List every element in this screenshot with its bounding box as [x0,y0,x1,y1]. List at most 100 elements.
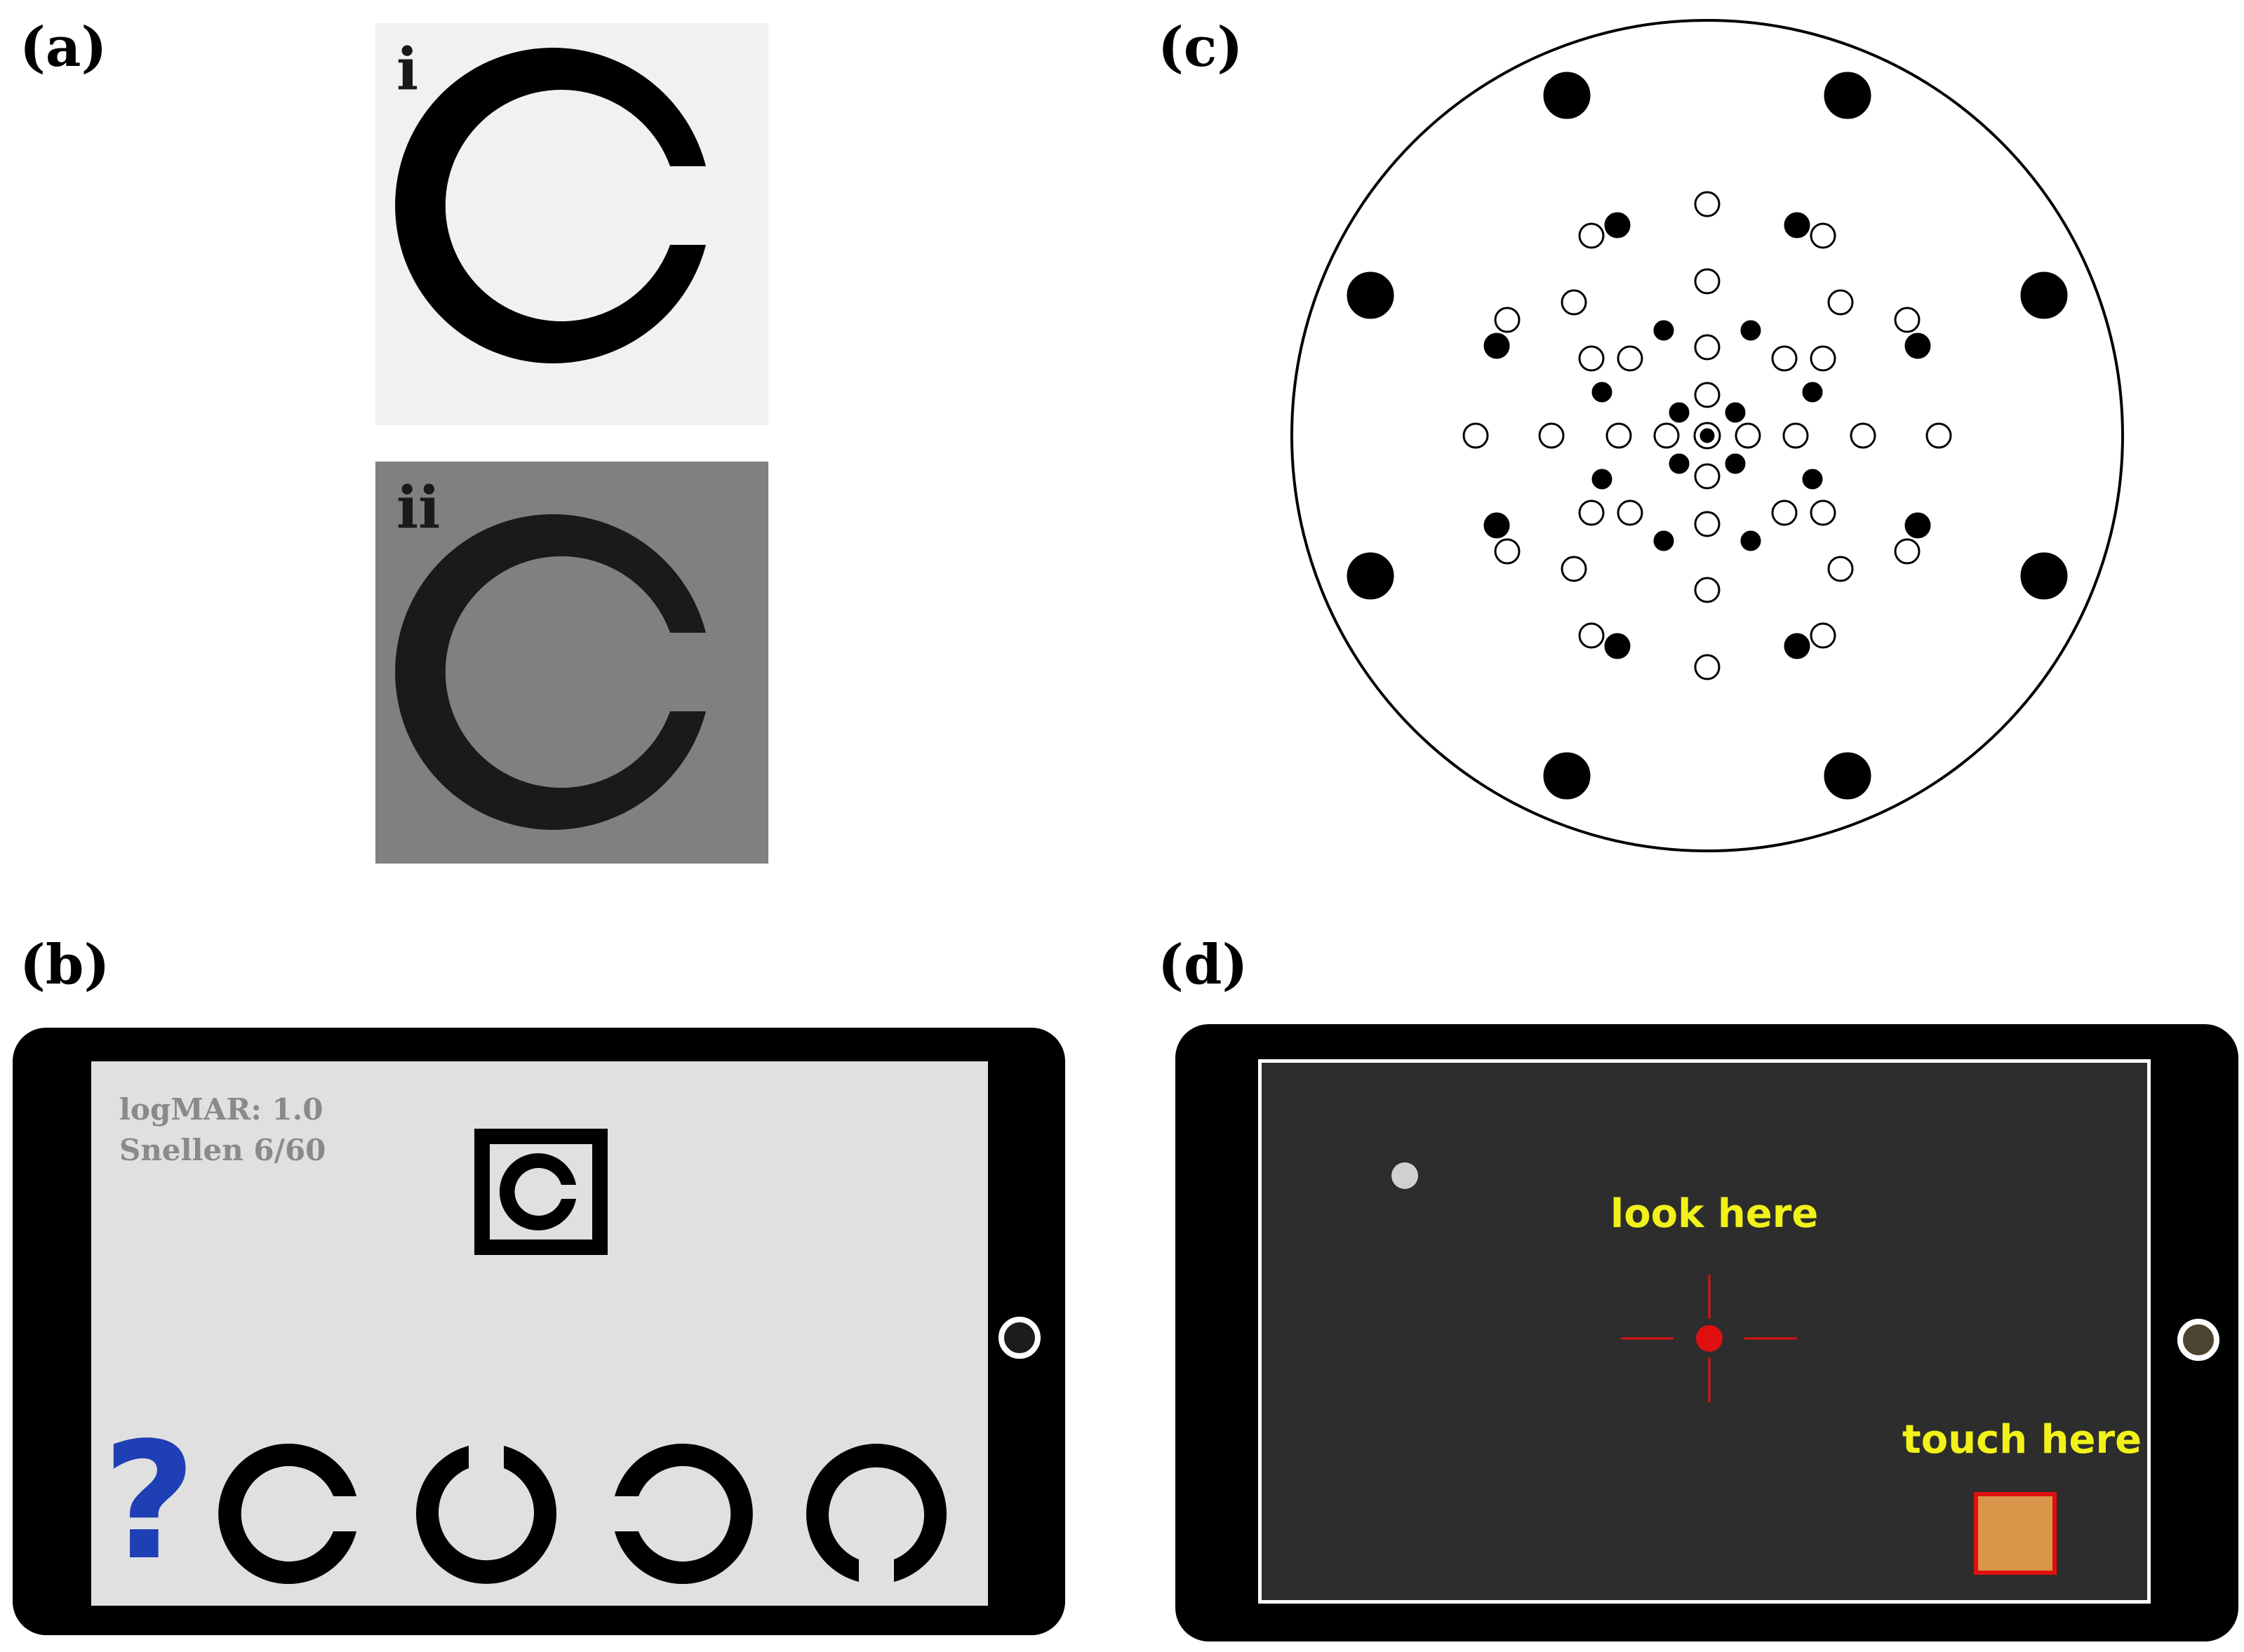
test-ring [1810,345,1836,372]
test-ring [1735,422,1761,449]
test-ring [1578,622,1605,649]
large-dot [2020,271,2068,319]
logmar-value: logMAR: 1.0 [119,1092,323,1127]
large-dot [1347,552,1394,600]
choice-right-button[interactable] [218,1440,365,1587]
test-dot [1740,320,1761,341]
test-ring [1827,289,1854,316]
test-ring [1561,556,1587,582]
test-ring [1782,422,1809,449]
test-dot [1653,320,1674,341]
test-dot [1725,402,1746,423]
test-ring [1894,307,1921,333]
panel-c-label: (c) [1158,15,1243,79]
test-dot [1669,453,1690,474]
test-dot [1604,212,1631,239]
test-dot [1653,530,1674,551]
landolt-c-icon [395,48,706,363]
tablet-screen: look here touch here [1258,1059,2151,1604]
test-dot [1784,212,1810,239]
tablet-visual-field-test: look here touch here [1175,1024,2238,1641]
test-ring [1694,463,1721,490]
test-ring [1694,511,1721,537]
landolt-ring [395,48,706,363]
test-dot [1591,382,1612,403]
test-ring [1694,382,1721,408]
look-here-instruction: look here [1610,1191,1819,1237]
tablet-screen: logMAR: 1.0 Snellen 6/60 ? [91,1061,988,1606]
test-dot [1483,333,1510,359]
test-ring [1578,499,1605,526]
panel-b-label: (b) [20,933,110,997]
test-dot [1669,402,1690,423]
large-dot [1347,271,1394,319]
test-dot [1604,633,1631,659]
large-dot-group [1347,72,2068,800]
choice-left-button[interactable] [608,1440,755,1587]
test-dot [1725,453,1746,474]
test-ring [1771,499,1798,526]
dot-pattern-group [1462,191,1952,680]
test-ring [1605,422,1632,449]
landolt-stimulus-high-contrast: i [375,23,768,425]
large-dot [1824,72,1871,119]
test-dot [1591,469,1612,490]
sub-label-ii: ii [396,474,441,542]
test-ring [1578,222,1605,249]
snellen-value: Snellen 6/60 [119,1133,326,1167]
test-dot [1740,530,1761,551]
test-dot [1483,512,1510,539]
test-dot [1904,512,1931,539]
test-ring [1694,334,1721,361]
visual-field-pattern-icon [1290,19,2124,852]
target-landolt-c-icon [474,1129,608,1255]
test-ring [1827,556,1854,582]
test-ring [1771,345,1798,372]
test-ring [1894,538,1921,565]
sub-label-i: i [396,36,419,103]
test-dot [1784,633,1810,659]
large-dot [1543,752,1591,800]
test-ring [1494,538,1521,565]
choice-down-button[interactable] [803,1440,950,1587]
test-ring [1617,499,1643,526]
test-ring [1810,222,1836,249]
panel-a-label: (a) [20,15,107,79]
touch-here-instruction: touch here [1902,1417,2142,1463]
test-ring [1462,422,1489,449]
test-ring [1653,422,1680,449]
test-ring [1561,289,1587,316]
test-ring [1617,345,1643,372]
test-ring [1850,422,1876,449]
home-button[interactable] [2177,1319,2219,1361]
large-dot [1543,72,1591,119]
test-ring [1694,654,1721,680]
test-dot [1802,382,1823,403]
test-ring [1494,307,1521,333]
test-dot [1802,469,1823,490]
test-ring [1694,577,1721,603]
panel-d-label: (d) [1158,933,1248,997]
large-dot [1824,752,1871,800]
test-ring [1538,422,1565,449]
landolt-stimulus-low-contrast: ii [375,462,768,864]
fixation-cross-icon [1621,1275,1797,1402]
test-dot [1904,333,1931,359]
test-ring [1810,499,1836,526]
tablet-acuity-test: logMAR: 1.0 Snellen 6/60 ? [13,1028,1065,1635]
test-ring [1578,345,1605,372]
test-ring [1694,268,1721,295]
test-ring [1810,622,1836,649]
acuity-readout: logMAR: 1.0 Snellen 6/60 [119,1089,326,1171]
home-button[interactable] [999,1317,1041,1359]
test-ring [1925,422,1952,449]
landolt-ring [395,514,706,830]
large-dot [2020,552,2068,600]
choice-up-button[interactable] [413,1440,560,1587]
question-mark-icon[interactable]: ? [102,1409,196,1596]
fixation-dot [1699,428,1715,443]
test-ring [1694,191,1721,217]
peripheral-stimulus-dot [1391,1162,1418,1189]
touch-target-button[interactable] [1974,1492,2057,1575]
landolt-c-icon [395,514,706,830]
